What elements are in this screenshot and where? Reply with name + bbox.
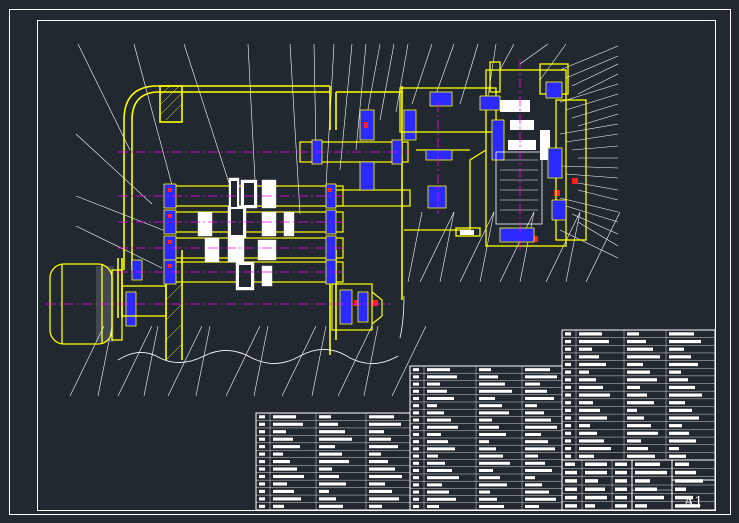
undefined (409, 365, 563, 511)
leader-line (439, 211, 455, 283)
leader-line (225, 325, 261, 397)
leader-line (167, 325, 203, 397)
leader-line (571, 213, 619, 235)
leader-line (577, 113, 619, 127)
leader-line (565, 93, 619, 111)
leader-line (363, 325, 379, 397)
leader-line (479, 211, 495, 283)
leader-line (571, 103, 619, 119)
leader-line (571, 145, 619, 151)
leader-line (519, 211, 535, 283)
leader-line (565, 55, 619, 79)
leader-line (77, 43, 131, 151)
leader-line (407, 211, 423, 283)
leader-line (419, 211, 455, 283)
bill-of-materials-tables (255, 329, 716, 511)
gearbox-assembly (46, 60, 587, 364)
outer-sheet-border (9, 9, 731, 515)
leader-line (565, 173, 619, 179)
leader-line (571, 63, 619, 87)
leader-line (379, 43, 395, 121)
leader-line (313, 43, 317, 151)
leader-line (519, 43, 549, 65)
leader-line (565, 211, 581, 283)
leader-line (395, 43, 409, 113)
leader-line (75, 133, 153, 205)
undefined (561, 329, 716, 461)
leader-line (355, 43, 367, 151)
leader-line (559, 45, 619, 71)
leader-line (559, 165, 619, 169)
leader-line (459, 211, 495, 283)
sheet-size-label: A1 (684, 495, 704, 510)
leader-line (281, 325, 317, 397)
leader-line (391, 325, 427, 397)
leader-line (577, 221, 619, 247)
leader-line (577, 73, 619, 95)
leader-line (75, 225, 163, 269)
leader-line (459, 43, 479, 105)
part-leader-lines (69, 43, 621, 397)
leader-line (69, 325, 105, 397)
leader-line (565, 133, 619, 143)
leader-line (577, 189, 619, 201)
leader-line (585, 211, 621, 283)
leader-line (411, 43, 433, 105)
leader-line (337, 325, 373, 397)
leader-line (247, 43, 257, 201)
leader-line (435, 43, 455, 95)
leader-line (133, 43, 177, 201)
leader-line (365, 43, 381, 121)
leader-line (559, 123, 619, 135)
title-block (631, 459, 716, 511)
leader-line (117, 325, 153, 397)
leader-line (499, 211, 535, 283)
leader-line (565, 205, 619, 223)
leader-line (339, 43, 353, 171)
leader-line (499, 43, 515, 71)
leader-line (559, 83, 619, 103)
undefined (255, 412, 411, 511)
leader-line (75, 195, 169, 233)
leader-line (311, 325, 327, 397)
leader-line (559, 197, 619, 213)
leader-line (195, 325, 211, 397)
leader-line (289, 43, 301, 215)
leader-line (559, 229, 619, 259)
leader-line (183, 43, 231, 187)
leader-line (545, 211, 581, 283)
leader-line (539, 43, 567, 81)
leader-line (571, 181, 619, 191)
leader-line (253, 325, 269, 397)
undefined (561, 459, 716, 511)
leader-line (143, 325, 159, 397)
